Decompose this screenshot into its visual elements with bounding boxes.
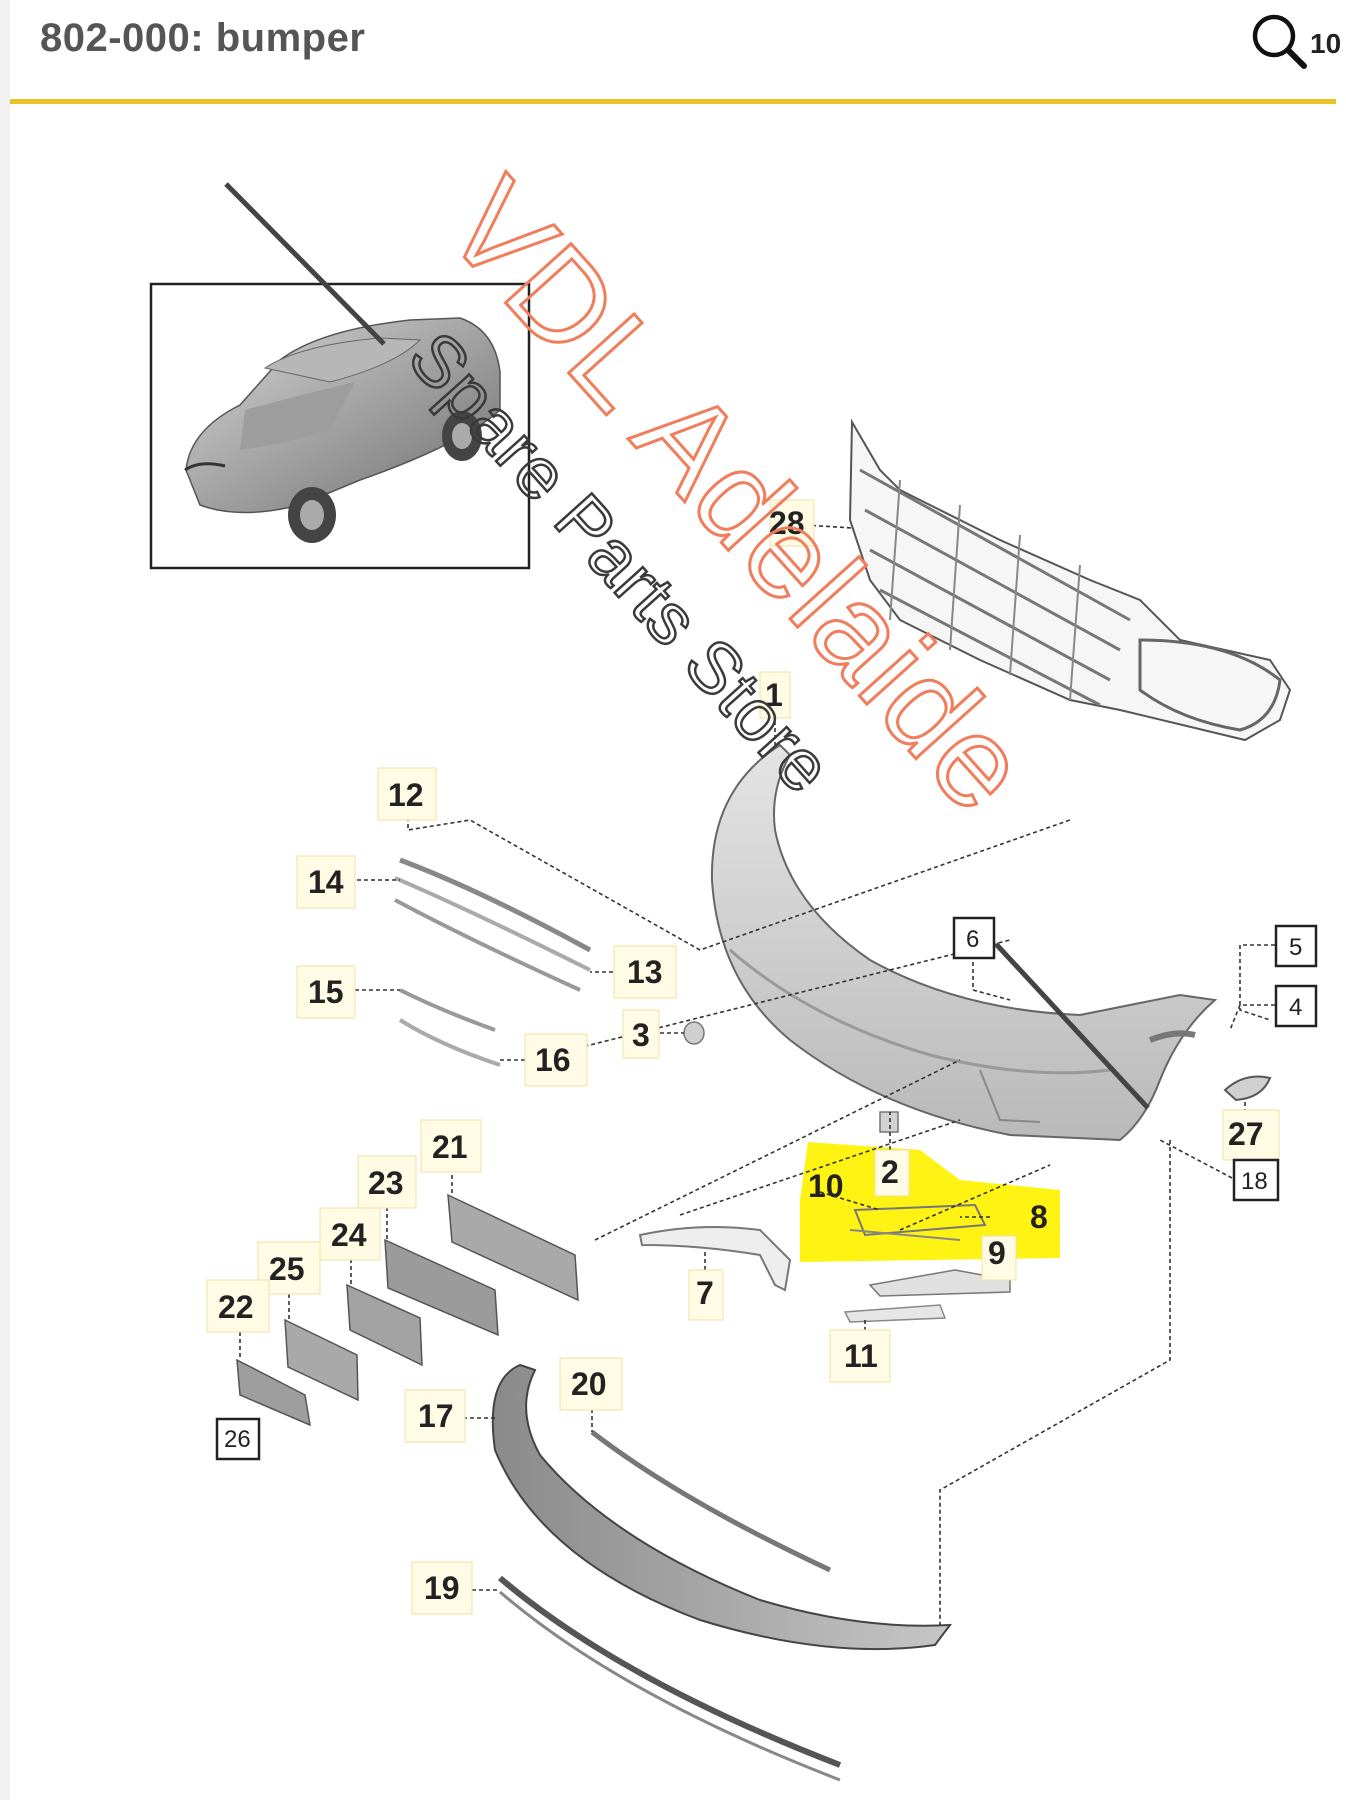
- vehicle-thumbnail[interactable]: [149, 282, 531, 570]
- vehicle-illustration: [184, 317, 501, 543]
- callout-3[interactable]: 3: [622, 1009, 660, 1059]
- svg-text:19: 19: [424, 1570, 460, 1606]
- svg-text:11: 11: [844, 1338, 878, 1374]
- callout-6[interactable]: 6: [952, 916, 996, 960]
- svg-text:10: 10: [808, 1168, 844, 1204]
- watermark-slash-left: [224, 182, 386, 346]
- svg-text:3: 3: [632, 1017, 650, 1053]
- zoom-button[interactable]: 10: [1248, 10, 1346, 74]
- callout-27[interactable]: 27: [1222, 1109, 1280, 1161]
- callout-19[interactable]: 19: [411, 1561, 473, 1615]
- callout-28[interactable]: 28: [769, 499, 815, 547]
- callout-16[interactable]: 16: [524, 1033, 588, 1087]
- callout-26[interactable]: 26: [215, 1417, 261, 1461]
- callout-15[interactable]: 15: [296, 965, 356, 1019]
- part-2-clip: [879, 1111, 899, 1133]
- callout-23[interactable]: 23: [357, 1155, 417, 1209]
- svg-text:21: 21: [432, 1129, 468, 1165]
- svg-text:4: 4: [1289, 994, 1302, 1021]
- callout-22[interactable]: 22: [206, 1279, 270, 1333]
- svg-text:14: 14: [308, 864, 344, 900]
- svg-text:8: 8: [1030, 1199, 1048, 1235]
- part-11-bracket: [843, 1304, 947, 1323]
- svg-text:24: 24: [331, 1217, 367, 1253]
- upper-trim-strips: [394, 857, 592, 992]
- page-title: 802-000: bumper: [40, 16, 366, 60]
- part-3-clip: [683, 1021, 705, 1045]
- callout-2[interactable]: 2: [874, 1149, 910, 1197]
- svg-text:20: 20: [571, 1366, 607, 1402]
- svg-text:18: 18: [1241, 1168, 1268, 1195]
- callout-10[interactable]: 10: [808, 1168, 844, 1204]
- plate-brackets: [236, 1193, 579, 1427]
- part-9-bracket: [868, 1269, 1011, 1297]
- callout-1[interactable]: 1: [759, 671, 791, 719]
- callout-18[interactable]: 18: [1232, 1158, 1280, 1202]
- callout-5[interactable]: 5: [1274, 924, 1318, 968]
- callout-13[interactable]: 13: [613, 945, 677, 999]
- svg-text:16: 16: [535, 1042, 571, 1078]
- parts-diagram: 28 1 12 14 13 15 3 16: [149, 152, 1318, 1782]
- left-gutter: [0, 0, 10, 1800]
- svg-text:22: 22: [218, 1289, 254, 1325]
- part-7-bracket: [638, 1225, 792, 1292]
- magnifier-icon: [1252, 14, 1307, 69]
- svg-text:15: 15: [308, 974, 344, 1010]
- svg-text:23: 23: [368, 1165, 404, 1201]
- svg-text:28: 28: [769, 505, 805, 541]
- watermark-slash-right: [994, 942, 1150, 1110]
- svg-text:1: 1: [765, 677, 783, 713]
- callout-9[interactable]: 9: [981, 1235, 1017, 1281]
- svg-text:9: 9: [988, 1235, 1006, 1271]
- callout-24[interactable]: 24: [319, 1207, 381, 1261]
- svg-text:6: 6: [966, 926, 979, 953]
- svg-text:7: 7: [696, 1275, 714, 1311]
- callout-8[interactable]: 8: [1030, 1199, 1048, 1235]
- grille-frame: [848, 418, 1292, 742]
- svg-text:12: 12: [388, 777, 424, 813]
- page-header: 802-000: bumper 10: [10, 0, 1341, 104]
- callout-11[interactable]: 11: [829, 1329, 891, 1383]
- callout-21[interactable]: 21: [420, 1119, 482, 1173]
- callout-12[interactable]: 12: [377, 767, 437, 821]
- svg-text:13: 13: [627, 954, 663, 990]
- svg-text:2: 2: [881, 1154, 899, 1190]
- callout-14[interactable]: 14: [296, 855, 356, 909]
- part-27-emblem: [1223, 1075, 1272, 1102]
- callout-17[interactable]: 17: [404, 1389, 466, 1443]
- lower-spoiler: [491, 1363, 953, 1782]
- callout-4[interactable]: 4: [1274, 984, 1318, 1028]
- svg-text:25: 25: [269, 1251, 305, 1287]
- svg-text:17: 17: [418, 1398, 454, 1434]
- callout-7[interactable]: 7: [688, 1269, 724, 1321]
- callout-20[interactable]: 20: [559, 1357, 623, 1411]
- zoom-level: 10: [1310, 28, 1342, 59]
- lower-trim-strips: [398, 988, 501, 1067]
- callout-labels: 28 1 12 14 13 15 3 16: [206, 499, 1318, 1615]
- svg-text:5: 5: [1289, 934, 1302, 961]
- svg-text:27: 27: [1228, 1116, 1264, 1152]
- svg-text:26: 26: [224, 1426, 251, 1453]
